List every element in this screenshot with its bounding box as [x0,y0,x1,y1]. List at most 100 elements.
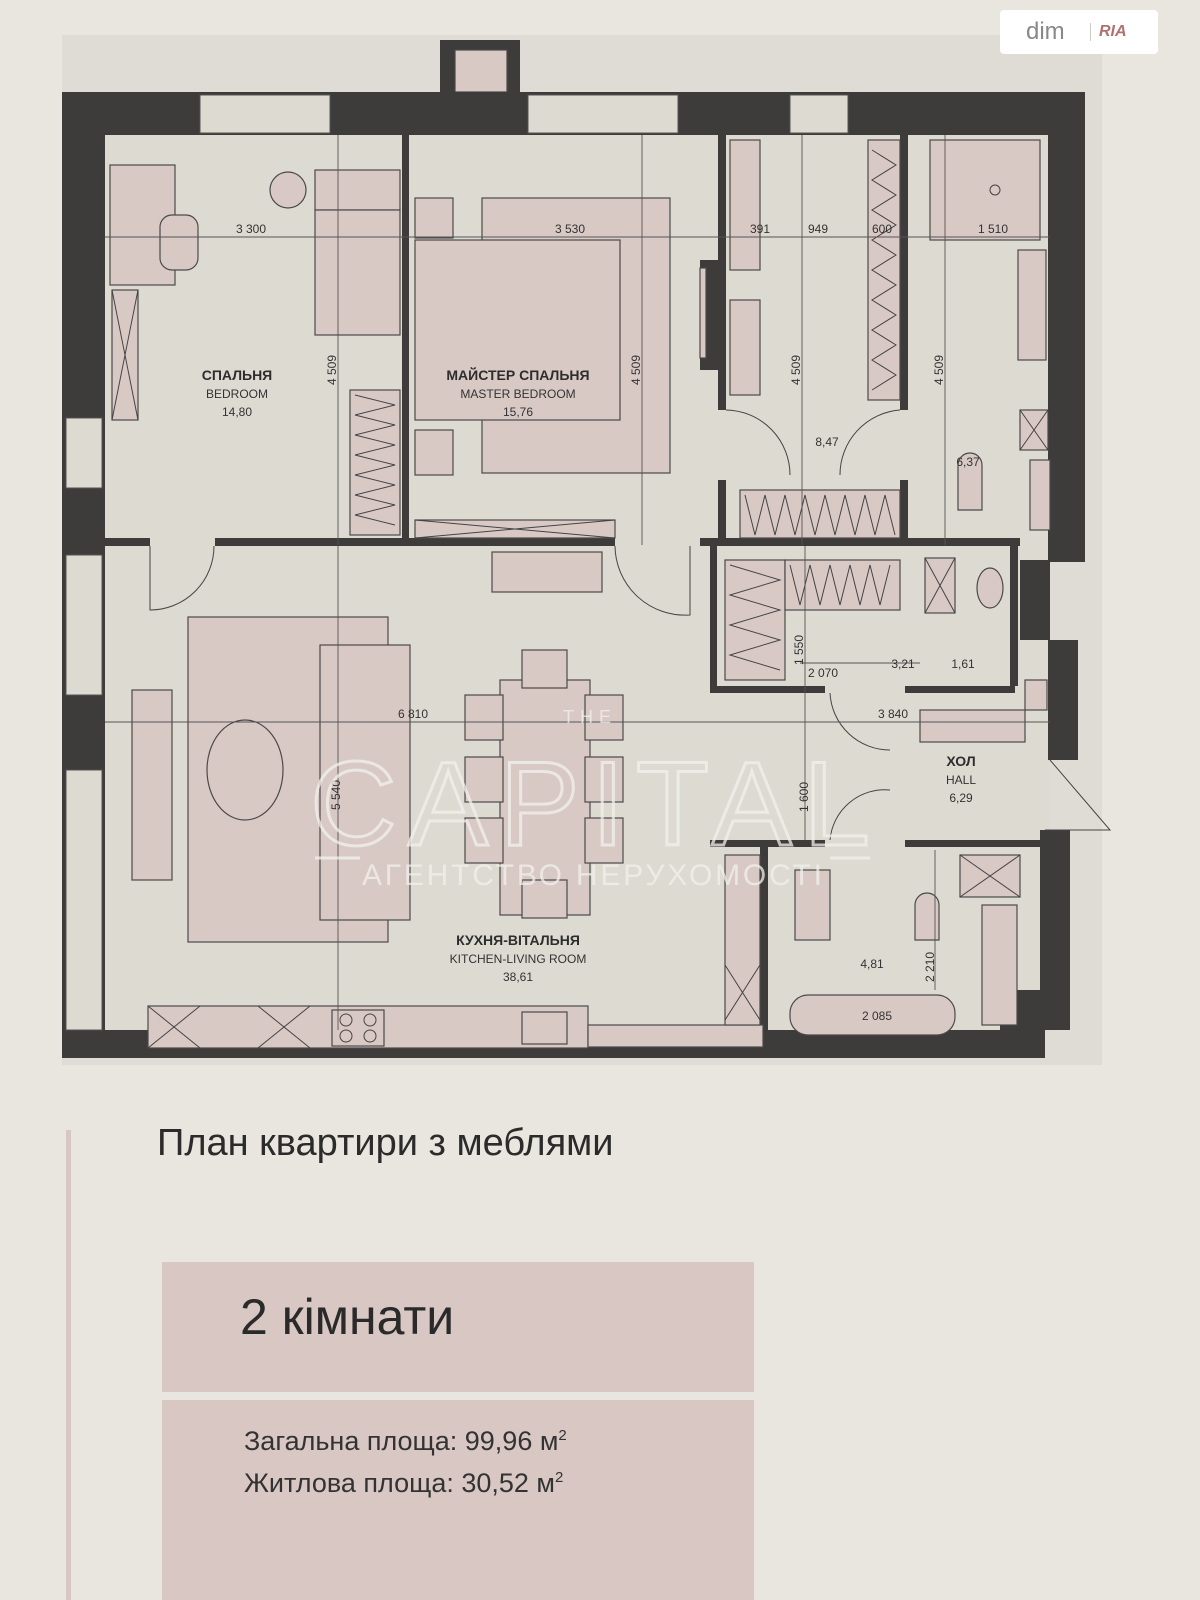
dim-label: 3 840 [878,707,908,721]
room-name-en: HALL [946,773,976,787]
kitchen-counter-low [587,1024,764,1048]
total-area: Загальна площа: 99,96 м2 [244,1426,567,1457]
door-swing [149,545,215,611]
room-area: 6,37 [956,455,980,469]
room-area: 3,21 [891,657,915,671]
room-area: 8,47 [815,435,839,449]
dining-chair [584,756,624,803]
room-area: 15,76 [503,405,533,419]
room-name-en: KITCHEN-LIVING ROOM [450,952,587,966]
window [65,769,103,1031]
dim-label: 4 509 [789,355,803,385]
logo-dim: dim [1026,18,1065,45]
burner-icon [363,1013,377,1027]
dining-chair [464,817,504,864]
drain-icon [989,184,1001,196]
dim-label: 1 510 [978,222,1008,236]
door-swing [839,409,901,476]
washbasin [1017,249,1047,361]
hob [331,1009,385,1047]
accent-bar [66,1130,71,1600]
room-name-en: MASTER BEDROOM [460,387,575,401]
room-area: 14,80 [222,405,252,419]
hall-bench [919,709,1026,743]
window [789,94,849,134]
dim-label: 3 300 [236,222,266,236]
dining-chair [521,879,568,919]
dining-chair [584,817,624,864]
watermark-agency: АГЕНТСТВО НЕРУХОМОСТІ [362,859,822,892]
dim-label: 600 [872,222,892,236]
window [199,94,331,134]
shelf [981,904,1018,1026]
coffee-table [206,719,284,821]
room-name: КУХНЯ-ВІТАЛЬНЯ [456,932,580,948]
burner-icon [363,1029,377,1043]
tv-stand [131,689,173,881]
door-swing [725,409,791,476]
wardrobe-hall [724,559,786,681]
living-area: Житлова площа: 30,52 м2 [244,1468,563,1499]
vent-box [454,49,508,93]
window [65,554,103,696]
sofa [319,644,411,921]
tv [699,267,707,359]
dining-chair [464,694,504,741]
watermark-the: THE [563,707,617,727]
dimension-labels: 3 300 3 530 391 949 600 1 510 4 509 4 50… [236,222,1008,1023]
single-bed [314,209,401,336]
boiler [976,567,1004,609]
dim-ria-logo: dim RIA [1000,10,1158,54]
toilet-bath [914,892,940,941]
chair [159,214,199,271]
dim-label: 1 550 [792,635,806,665]
dining-chair [584,694,624,741]
doors [149,409,1112,841]
dim-label: 1 600 [797,782,811,812]
dim-label: 3 530 [555,222,585,236]
dining-table [499,679,591,916]
area-box: Загальна площа: 99,96 м2 Житлова площа: … [162,1400,754,1600]
dim-label: 2 085 [862,1009,892,1023]
room-name: МАЙСТЕР СПАЛЬНЯ [446,366,589,383]
entrance-door [1045,759,1112,831]
dining-chair [521,649,568,689]
living-area-label: Житлова площа: 30,52 м [244,1468,555,1498]
wardrobe-dressing [867,139,901,401]
dim-label: 4 509 [629,355,643,385]
logo-ria: RIA [1090,23,1127,41]
bathtub [789,994,956,1036]
room-name: ХОЛ [946,753,975,769]
round-table [269,171,307,209]
dim-label: 4 509 [325,355,339,385]
sink [521,1011,568,1045]
wardrobe-bedroom [349,389,401,536]
washer [1029,459,1051,531]
dimension-lines [105,135,1050,1030]
dim-label: 2 070 [808,666,838,680]
shelf [729,299,761,396]
rooms-count-box: 2 кімнати [162,1262,754,1392]
cabinet [1024,679,1048,711]
console [491,551,603,593]
shelf [729,139,761,271]
shower [929,139,1041,241]
room-area: 38,61 [503,970,533,984]
unit-superscript: 2 [558,1427,567,1444]
window [65,417,103,489]
door-swing [829,789,891,841]
burner-icon [339,1029,353,1043]
door-swing [614,545,691,616]
window [527,94,679,134]
dining-chair [464,756,504,803]
door-swing [829,692,891,751]
room-labels: СПАЛЬНЯ BEDROOM 14,80 МАЙСТЕР СПАЛЬНЯ MA… [202,366,980,984]
bedside [314,169,401,211]
room-area: 1,61 [951,657,975,671]
unit-superscript: 2 [554,1469,564,1486]
room-name: СПАЛЬНЯ [202,367,273,383]
tall-units [724,854,761,1026]
dim-label: 391 [750,222,770,236]
toilet [957,452,983,511]
